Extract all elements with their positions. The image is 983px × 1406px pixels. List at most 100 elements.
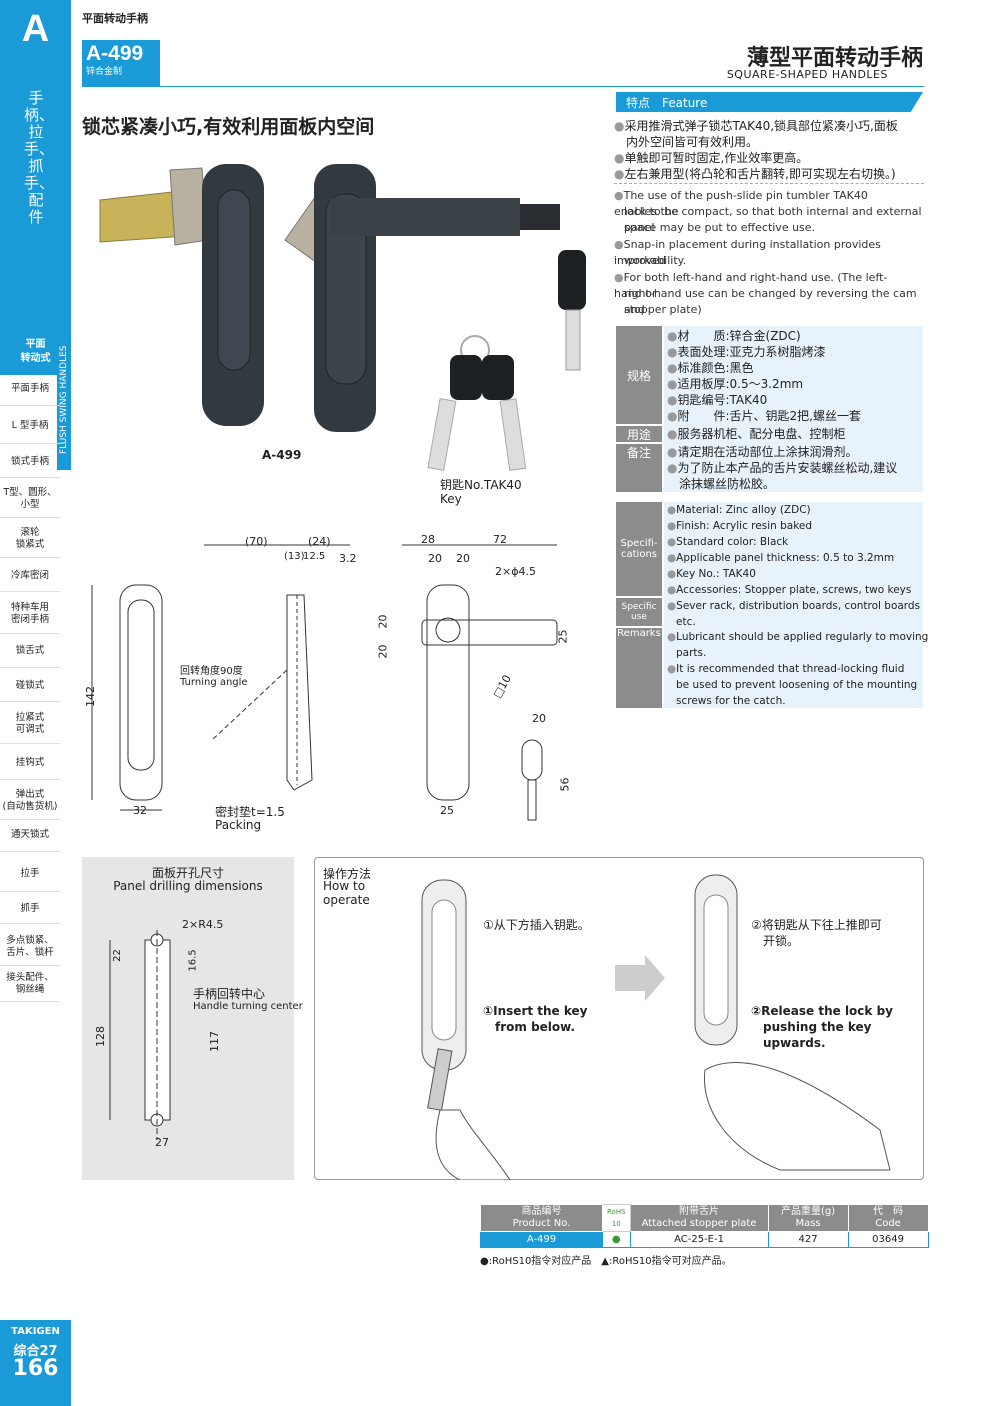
panel-title-en: Panel drilling dimensions <box>113 879 263 893</box>
dim-32: 32 <box>133 804 147 817</box>
remarks-cn-label: 备注 <box>616 444 662 492</box>
cell-product-no: A-499 <box>480 1231 603 1248</box>
dim-12-5: 12.5 <box>303 551 326 562</box>
feature-en-2b: workability. <box>624 254 687 267</box>
spec-cn-1: ●材 质:锌合金(ZDC) <box>667 329 801 343</box>
feature-en-3: ●For both left-hand and right-hand use. … <box>614 271 888 300</box>
rohs-legend: ●:RoHS10指令对应产品 ▲:RoHS10指令可对应产品。 <box>480 1256 732 1267</box>
feature-en-3c: stopper plate) <box>624 303 702 316</box>
sidebar-item-15[interactable]: 多点锁紧、 舌片、锁杆 <box>0 928 60 966</box>
step1-cn: ①从下方插入钥匙。 <box>483 918 590 932</box>
sidebar-header <box>0 0 71 330</box>
model-badge: A-499 锌合金制 <box>82 40 160 86</box>
feature-cn-1b: 内外空间皆可有效利用。 <box>626 135 759 149</box>
panel-16-5: 16.5 <box>187 949 199 972</box>
sidebar-item-14[interactable]: 抓手 <box>0 894 60 924</box>
front-view-outline <box>119 584 163 801</box>
step1-en2: from below. <box>495 1020 576 1034</box>
feature-en-1b: lock to be compact, so that both interna… <box>624 205 922 234</box>
sidebar-item-5[interactable]: 冷库密闭 <box>0 560 60 592</box>
remark-en-1: ●Lubricant should be applied regularly t… <box>667 631 929 643</box>
sidebar-item-2[interactable]: 锁式手柄 <box>0 446 60 478</box>
spec-en-3: ●Standard color: Black <box>667 536 789 548</box>
sidebar-item-11[interactable]: 弹出式 (自动售货机) <box>0 782 60 820</box>
section-title-vertical: 手柄、拉手、抓手、配件 <box>24 89 55 226</box>
sidebar-item-4[interactable]: 滚轮 锁紧式 <box>0 520 60 558</box>
spec-en-2: ●Finish: Acrylic resin baked <box>667 520 813 532</box>
spec-en-1: ●Material: Zinc alloy (ZDC) <box>667 504 811 516</box>
dim-20-c: 20 <box>376 614 390 629</box>
headline: 锁芯紧凑小巧,有效利用面板内空间 <box>82 116 375 138</box>
panel-27: 27 <box>155 1136 169 1149</box>
key-cylinder <box>520 204 560 230</box>
key-2-head <box>482 355 514 400</box>
key-label: 钥匙No.TAK40 <box>440 478 522 492</box>
sidebar-item-6[interactable]: 特种车用 密闭手柄 <box>0 594 60 634</box>
sidebar-item-7[interactable]: 锁舌式 <box>0 634 60 668</box>
remark-en-2c: screws for the catch. <box>676 695 786 707</box>
angle-cn: 回转角度90度 <box>180 666 243 677</box>
packing-en: Packing <box>215 818 262 832</box>
sidebar-item-9[interactable]: 拉紧式 可调式 <box>0 704 60 744</box>
model-material: 锌合金制 <box>86 67 123 77</box>
sidebar-item-12[interactable]: 通天锁式 <box>0 818 60 852</box>
sidebar-active-label: 平面 转动式 <box>20 339 51 364</box>
step2-cn2: 开锁。 <box>763 934 800 948</box>
dim-20-d: 20 <box>376 644 390 659</box>
panel-128: 128 <box>94 1026 107 1047</box>
sidebar-item-3[interactable]: T型、圆形、 小型 <box>0 480 60 518</box>
spec-cn-2: ●表面处理:亚克力系树脂烤漆 <box>667 345 826 359</box>
cell-mass: 427 <box>767 1231 849 1248</box>
remark-cn-1: ●请定期在活动部位上涂抹润滑剂。 <box>667 445 858 459</box>
key-label-en: Key <box>440 492 462 506</box>
feature-cn-3: ●左右兼用型(将凸轮和舌片翻转,即可实现左右切换。) <box>614 167 896 181</box>
remark-cn-3: 涂抹螺丝防松胶。 <box>679 477 776 491</box>
use-en-1: ●Sever rack, distribution boards, contro… <box>667 600 921 612</box>
spec-cn-3: ●标准颜色:黑色 <box>667 361 754 375</box>
technical-drawing <box>91 544 558 821</box>
operate-title-cn: 操作方法 <box>323 867 372 881</box>
sidebar-item-8[interactable]: 碰锁式 <box>0 670 60 702</box>
dim-25-v: 25 <box>556 629 570 644</box>
dim-28: 28 <box>421 533 435 546</box>
step2-en1: ②Release the lock by <box>751 1004 893 1018</box>
spec-en-bg <box>664 502 923 708</box>
use-cn: ●服务器机柜、配分电盘、控制柜 <box>667 427 846 441</box>
dim-13: (13) <box>284 551 305 562</box>
op-hand-2 <box>703 1062 891 1171</box>
header-divider <box>82 86 924 87</box>
panel-drilling-box <box>82 857 294 1180</box>
key-2-blade <box>499 398 527 471</box>
dim-56: 56 <box>558 777 572 792</box>
rohs-dot-icon: ● <box>611 1234 621 1245</box>
feature-header: 特点 Feature <box>616 92 923 112</box>
sidebar-item-10[interactable]: 挂钩式 <box>0 746 60 780</box>
sidebar-item-0[interactable]: 平面手柄 <box>0 372 60 406</box>
sidebar-item-13[interactable]: 拉手 <box>0 856 60 892</box>
cell-stopper: AC-25-E-1 <box>629 1231 769 1248</box>
sidebar-item-1[interactable]: L 型手柄 <box>0 408 60 444</box>
use-cn-label: 用途 <box>616 426 662 442</box>
key-blade <box>565 309 581 371</box>
spec-cn-5: ●钥匙编号:TAK40 <box>667 393 768 407</box>
rear-view-outline <box>426 584 470 801</box>
model-number: A-499 <box>86 42 144 65</box>
feature-en-1c: space may be put to effective use. <box>624 221 816 234</box>
key-1-head <box>450 355 482 400</box>
dim-3-2: 3.2 <box>339 552 357 565</box>
front-view-grip <box>127 599 155 771</box>
photo-label: A-499 <box>262 448 302 462</box>
page-number: 166 <box>12 1356 59 1381</box>
sidebar-footer <box>0 1320 71 1406</box>
cell-rohs: ● <box>602 1231 631 1248</box>
operate-title-en2: operate <box>323 893 370 907</box>
op-arrow <box>615 955 665 1001</box>
turning-path <box>211 669 288 741</box>
cell-code: 03649 <box>847 1231 929 1248</box>
sidebar-item-16[interactable]: 接头配件、 钢丝绳 <box>0 966 60 1002</box>
op-handle-1-grip <box>431 899 457 1041</box>
